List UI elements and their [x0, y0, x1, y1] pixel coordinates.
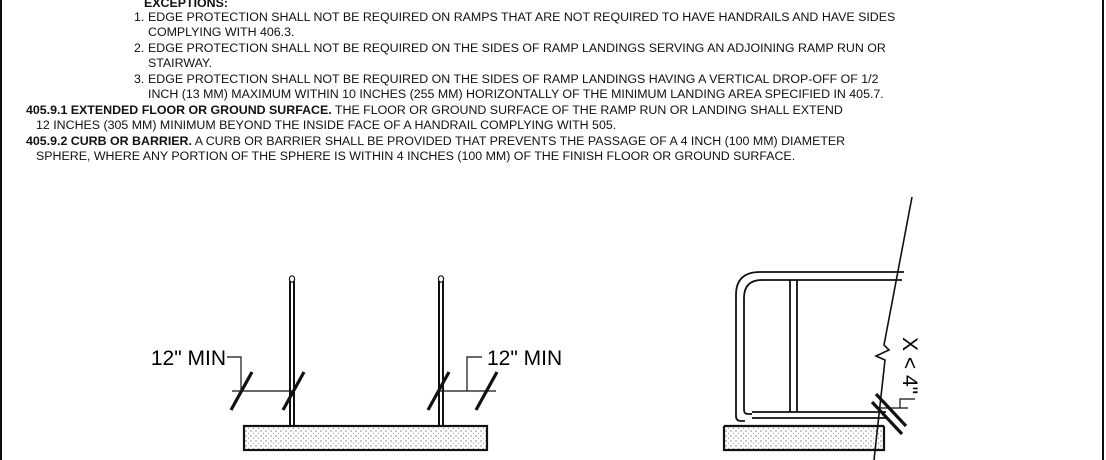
exception-line: COMPLYING WITH 406.3. — [148, 25, 295, 40]
exception-number: 2. — [134, 41, 145, 55]
leader-line-left — [227, 356, 242, 391]
dimension-label-left: 12" MIN — [151, 347, 226, 370]
exceptions-heading: EXCEPTIONS: — [144, 0, 228, 10]
exception-text: EDGE PROTECTION SHALL NOT BE REQUIRED ON… — [148, 10, 1106, 40]
handrail-outer — [735, 271, 904, 422]
curb-height-label: X < 4" — [898, 337, 921, 394]
dimension-label-right: 12" MIN — [487, 347, 562, 370]
section-405-9-2: 405.9.2 CURB OR BARRIER. A CURB OR BARRI… — [26, 134, 1101, 164]
tick-mark — [870, 400, 904, 436]
exception-line: INCH (13 MM) MAXIMUM WITHIN 10 INCHES (2… — [148, 87, 884, 102]
extended-floor-figure: 12" MIN 12" MIN — [151, 275, 562, 452]
section-text: A CURB OR BARRIER SHALL BE PROVIDED THAT… — [191, 134, 846, 148]
section-405-9-1: 405.9.1 EXTENDED FLOOR OR GROUND SURFACE… — [26, 103, 1101, 133]
section-heading: 405.9.2 CURB OR BARRIER. — [26, 134, 192, 148]
break-line — [873, 196, 913, 460]
exception-text: EDGE PROTECTION SHALL NOT BE REQUIRED ON… — [148, 72, 1106, 102]
exception-line: EDGE PROTECTION SHALL NOT BE REQUIRED ON… — [148, 72, 879, 86]
ramp-surface-slab — [722, 426, 886, 452]
leader-line-right — [466, 356, 482, 391]
exception-line: EDGE PROTECTION SHALL NOT BE REQUIRED ON… — [148, 41, 886, 55]
tick-mark — [426, 371, 451, 411]
exception-line: STAIRWAY. — [148, 56, 213, 71]
exception-text: EDGE PROTECTION SHALL NOT BE REQUIRED ON… — [148, 41, 1106, 71]
exception-line: EDGE PROTECTION SHALL NOT BE REQUIRED ON… — [148, 10, 896, 24]
tick-mark — [874, 392, 908, 428]
tick-mark — [281, 371, 306, 411]
floor-surface-slab — [242, 424, 489, 452]
exception-number: 1. — [134, 10, 145, 24]
curb-barrier-figure: X < 4" — [722, 196, 921, 460]
handrail-inner — [743, 279, 902, 415]
exception-number: 3. — [134, 72, 145, 86]
section-text: THE FLOOR OR GROUND SURFACE OF THE RAMP … — [331, 103, 843, 117]
tick-mark — [474, 371, 499, 411]
section-heading: 405.9.1 EXTENDED FLOOR OR GROUND SURFACE… — [26, 103, 332, 117]
curb-leader-line — [899, 398, 915, 408]
section-text: 12 INCHES (305 MM) MINIMUM BEYOND THE IN… — [36, 118, 617, 133]
section-text: SPHERE, WHERE ANY PORTION OF THE SPHERE … — [36, 149, 796, 164]
